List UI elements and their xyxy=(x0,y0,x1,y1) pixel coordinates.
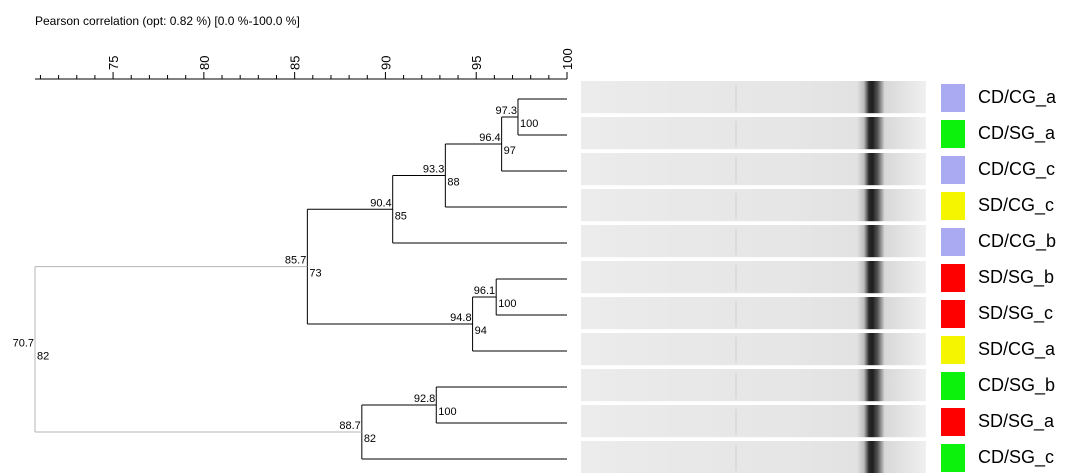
sample-row: CD/CG_b xyxy=(941,226,1072,256)
node-similarity-label: 93.3 xyxy=(423,164,444,176)
tick-label: 90 xyxy=(378,56,393,70)
sample-row: CD/SG_a xyxy=(941,118,1072,148)
gel-lane xyxy=(581,153,926,186)
sample-color-swatch xyxy=(941,156,965,184)
node-similarity-label: 94.8 xyxy=(450,312,471,324)
gel-lane xyxy=(581,405,926,438)
sample-color-swatch xyxy=(941,408,965,436)
tick-label: 80 xyxy=(197,56,212,70)
node-support-label: 100 xyxy=(438,406,456,418)
sample-row: CD/SG_c xyxy=(941,442,1072,472)
node-support-label: 100 xyxy=(498,298,516,310)
sample-color-swatch xyxy=(941,444,965,472)
node-support-label: 100 xyxy=(520,118,538,130)
sample-row: SD/CG_a xyxy=(941,334,1072,364)
sample-color-swatch xyxy=(941,228,965,256)
sample-label: CD/CG_a xyxy=(978,87,1057,107)
sample-color-swatch xyxy=(941,372,965,400)
sample-label: CD/SG_c xyxy=(978,447,1055,467)
node-support-label: 88 xyxy=(447,177,459,189)
node-support-label: 82 xyxy=(364,433,376,445)
sample-row: CD/SG_b xyxy=(941,370,1072,400)
node-similarity-label: 96.4 xyxy=(479,132,500,144)
node-support-label: 85 xyxy=(395,210,407,222)
gel-lane xyxy=(581,261,926,294)
gel-lane xyxy=(581,225,926,258)
dendrogram-branches xyxy=(34,98,567,460)
tick-label: 85 xyxy=(288,56,303,70)
node-support-label: 82 xyxy=(37,350,49,362)
sample-label: SD/CG_c xyxy=(978,195,1055,215)
chart-title: Pearson correlation (opt: 0.82 %) [0.0 %… xyxy=(35,14,300,28)
node-similarity-label: 92.8 xyxy=(414,393,435,405)
sample-color-swatch xyxy=(941,84,965,112)
node-support-label: 73 xyxy=(309,268,321,280)
node-similarity-label: 90.4 xyxy=(370,197,391,209)
sample-label: SD/SG_b xyxy=(978,267,1055,287)
sample-label: SD/SG_a xyxy=(978,411,1055,431)
sample-row: CD/CG_a xyxy=(941,82,1072,112)
gel-lane xyxy=(581,333,926,366)
sample-color-swatch xyxy=(941,264,965,292)
sample-label: CD/SG_b xyxy=(978,375,1056,395)
sample-label: SD/CG_a xyxy=(978,339,1056,359)
node-similarity-label: 96.1 xyxy=(474,285,495,297)
tick-label: 95 xyxy=(469,56,484,70)
node-support-label: 97 xyxy=(504,145,516,157)
tick-label: 100 xyxy=(560,48,575,70)
gel-image xyxy=(581,81,926,473)
sample-row: SD/SG_c xyxy=(941,298,1072,328)
node-support-label: 94 xyxy=(475,325,487,337)
node-similarity-label: 88.7 xyxy=(339,420,360,432)
sample-color-swatch xyxy=(941,300,965,328)
sample-label: CD/CG_c xyxy=(978,159,1056,179)
node-labels: 97.310096.49793.38890.48596.110094.89485… xyxy=(13,105,539,445)
sample-color-swatch xyxy=(941,336,965,364)
gel-lane xyxy=(581,441,926,473)
gel-lane xyxy=(581,369,926,402)
node-similarity-label: 70.7 xyxy=(13,337,34,349)
node-similarity-label: 85.7 xyxy=(285,255,306,267)
gel-lane xyxy=(581,81,926,114)
sample-label: CD/CG_b xyxy=(978,231,1057,251)
node-similarity-label: 97.3 xyxy=(496,105,517,117)
sample-label: SD/SG_c xyxy=(978,303,1054,323)
similarity-axis: 75 80 85 90 95 100 xyxy=(35,48,575,80)
gel-lane xyxy=(581,117,926,150)
sample-row: SD/CG_c xyxy=(941,190,1072,220)
sample-color-swatch xyxy=(941,120,965,148)
gel-lane xyxy=(581,189,926,222)
sample-row: SD/SG_b xyxy=(941,262,1072,292)
sample-row: CD/CG_c xyxy=(941,154,1072,184)
sample-row: SD/SG_a xyxy=(941,406,1072,436)
gel-lane xyxy=(581,297,926,330)
sample-label: CD/SG_a xyxy=(978,123,1056,143)
tick-label: 75 xyxy=(106,56,121,70)
sample-color-swatch xyxy=(941,192,965,220)
